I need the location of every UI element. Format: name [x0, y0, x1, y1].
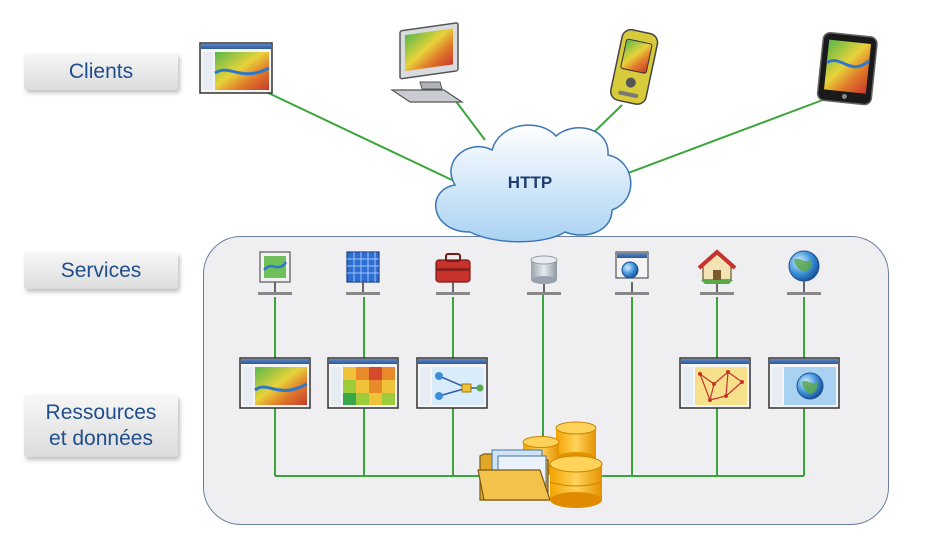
image-grid-service-icon: [346, 251, 380, 295]
http-cloud: HTTP: [435, 124, 632, 243]
globe-service-icon: [787, 250, 821, 295]
web-map-window-icon: [199, 42, 273, 94]
clients-label: Clients: [24, 53, 178, 90]
folder-and-databases-icon: [477, 421, 603, 508]
raster-document-icon: [327, 357, 399, 409]
folder: [477, 449, 551, 501]
map-service-icon: [258, 251, 292, 295]
geoprocessing-toolbox-icon: [435, 253, 471, 295]
network-document-icon: [679, 357, 751, 409]
map-document-icon: [239, 357, 311, 409]
http-label: HTTP: [508, 173, 552, 192]
resources-label: Ressources et données: [24, 395, 178, 457]
geocode-house-icon: [697, 249, 737, 295]
model-document-icon: [416, 357, 488, 409]
connector-client-web: [261, 89, 453, 181]
database-service-icon: [527, 255, 561, 295]
desktop-computer-icon: [390, 22, 464, 103]
tablet-icon: [816, 31, 878, 106]
connector-client-desktop: [454, 99, 486, 141]
connector-client-tablet: [614, 97, 829, 179]
gps-handheld-icon: [609, 28, 659, 105]
database-cylinder-front: [549, 455, 603, 508]
database-cylinder-back: [555, 421, 597, 464]
services-label: Services: [24, 252, 178, 289]
globe-document-icon: [768, 357, 840, 409]
globe-window-service-icon: [615, 251, 649, 295]
